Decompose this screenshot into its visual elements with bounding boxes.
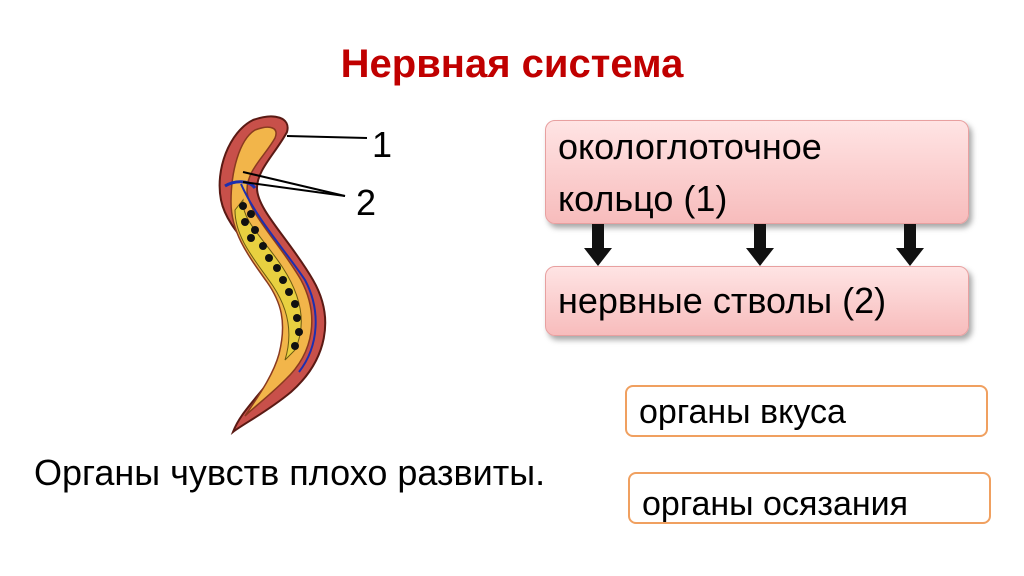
nerve-ring bbox=[224, 180, 257, 190]
nerve-ring-box: окологлоточное кольцо (1) bbox=[545, 120, 969, 224]
label-2: 2 bbox=[356, 182, 377, 223]
nerve-ring-line1: окологлоточное bbox=[558, 126, 822, 167]
roundworm-illustration bbox=[218, 115, 368, 436]
leader-line-1 bbox=[286, 135, 368, 139]
page-title: Нервная система bbox=[340, 42, 684, 86]
leader-line-2a bbox=[242, 171, 346, 197]
nerve-ring-line2: кольцо (1) bbox=[558, 178, 728, 219]
leader-line-2b bbox=[242, 181, 346, 197]
nerve-trunks-box: нервные стволы (2) bbox=[545, 266, 969, 336]
sense-organs-note: Органы чувств плохо развиты. bbox=[34, 452, 546, 493]
down-arrows bbox=[584, 224, 924, 266]
worm-ovary-dots bbox=[239, 202, 303, 350]
taste-organs-box: органы вкуса bbox=[625, 385, 988, 437]
arrow-down-icon-1 bbox=[584, 224, 612, 266]
nerve-trunk bbox=[240, 183, 317, 373]
arrow-down-icon-2 bbox=[746, 224, 774, 266]
label-1: 1 bbox=[372, 124, 393, 165]
arrow-down-icon-3 bbox=[896, 224, 924, 266]
touch-organs-box: органы осязания bbox=[628, 472, 991, 524]
